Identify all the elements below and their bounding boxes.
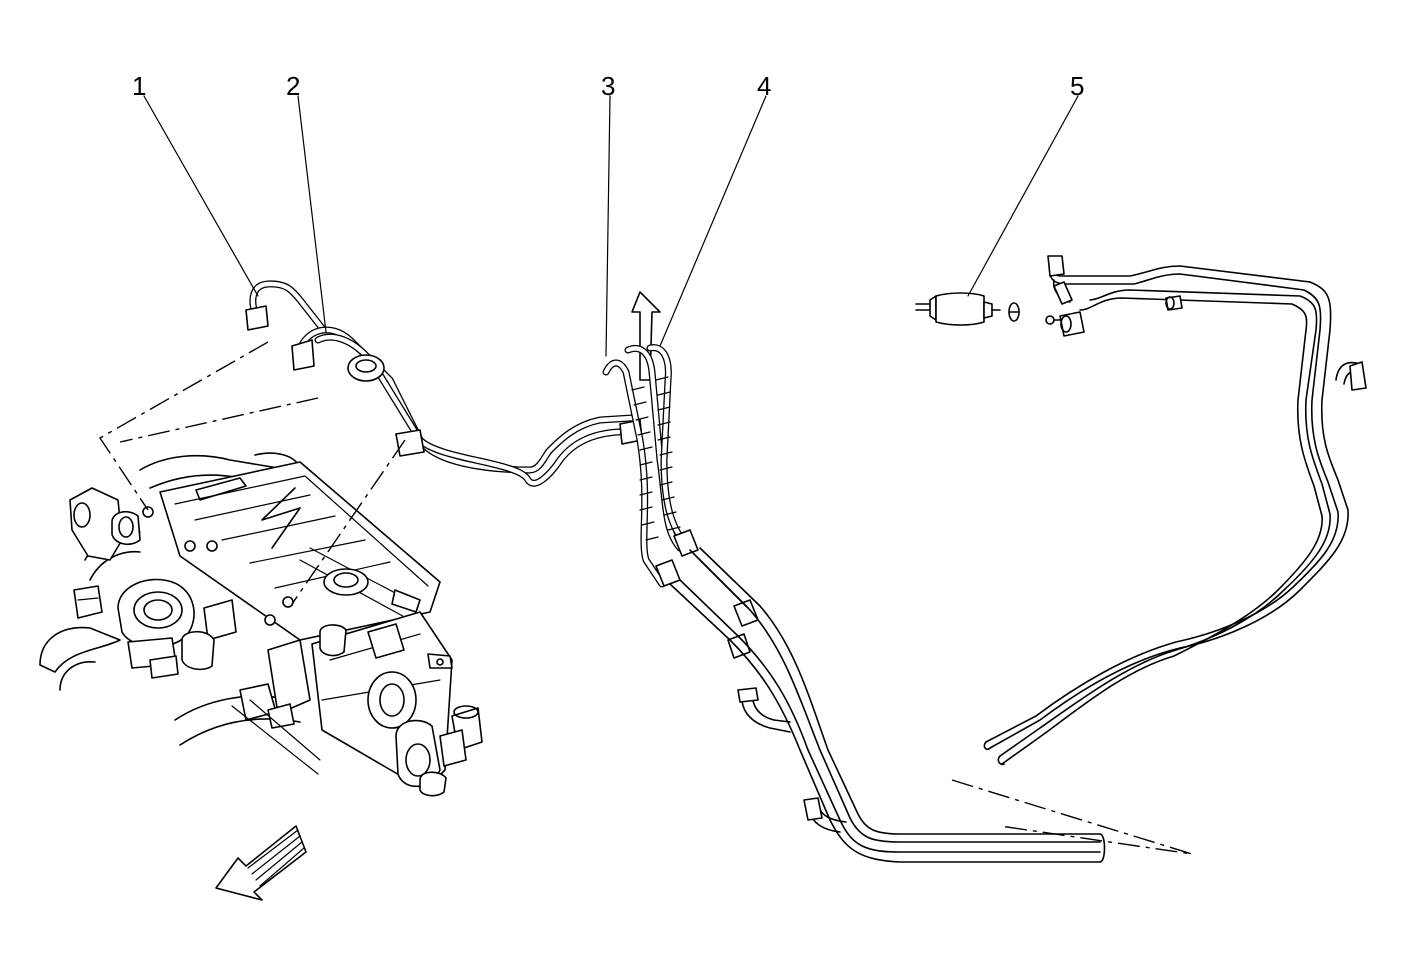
fuel-rail-pipes (245, 280, 643, 487)
engine-assembly (39, 452, 483, 797)
callout-labels: 1 2 3 4 5 (132, 71, 1084, 101)
callout-1: 1 (132, 71, 146, 101)
up-arrow-icon (631, 291, 661, 381)
alignment-lines (99, 341, 1193, 855)
callout-leaders (143, 95, 1079, 357)
front-direction-arrow-icon (215, 825, 307, 901)
fuel-lines-underbody (602, 291, 1106, 863)
callout-4: 4 (757, 71, 771, 101)
fuel-lines-rear (983, 255, 1367, 766)
callout-5: 5 (1070, 71, 1084, 101)
fuel-filter (915, 292, 1020, 326)
callout-3: 3 (601, 71, 615, 101)
callout-2: 2 (286, 71, 300, 101)
